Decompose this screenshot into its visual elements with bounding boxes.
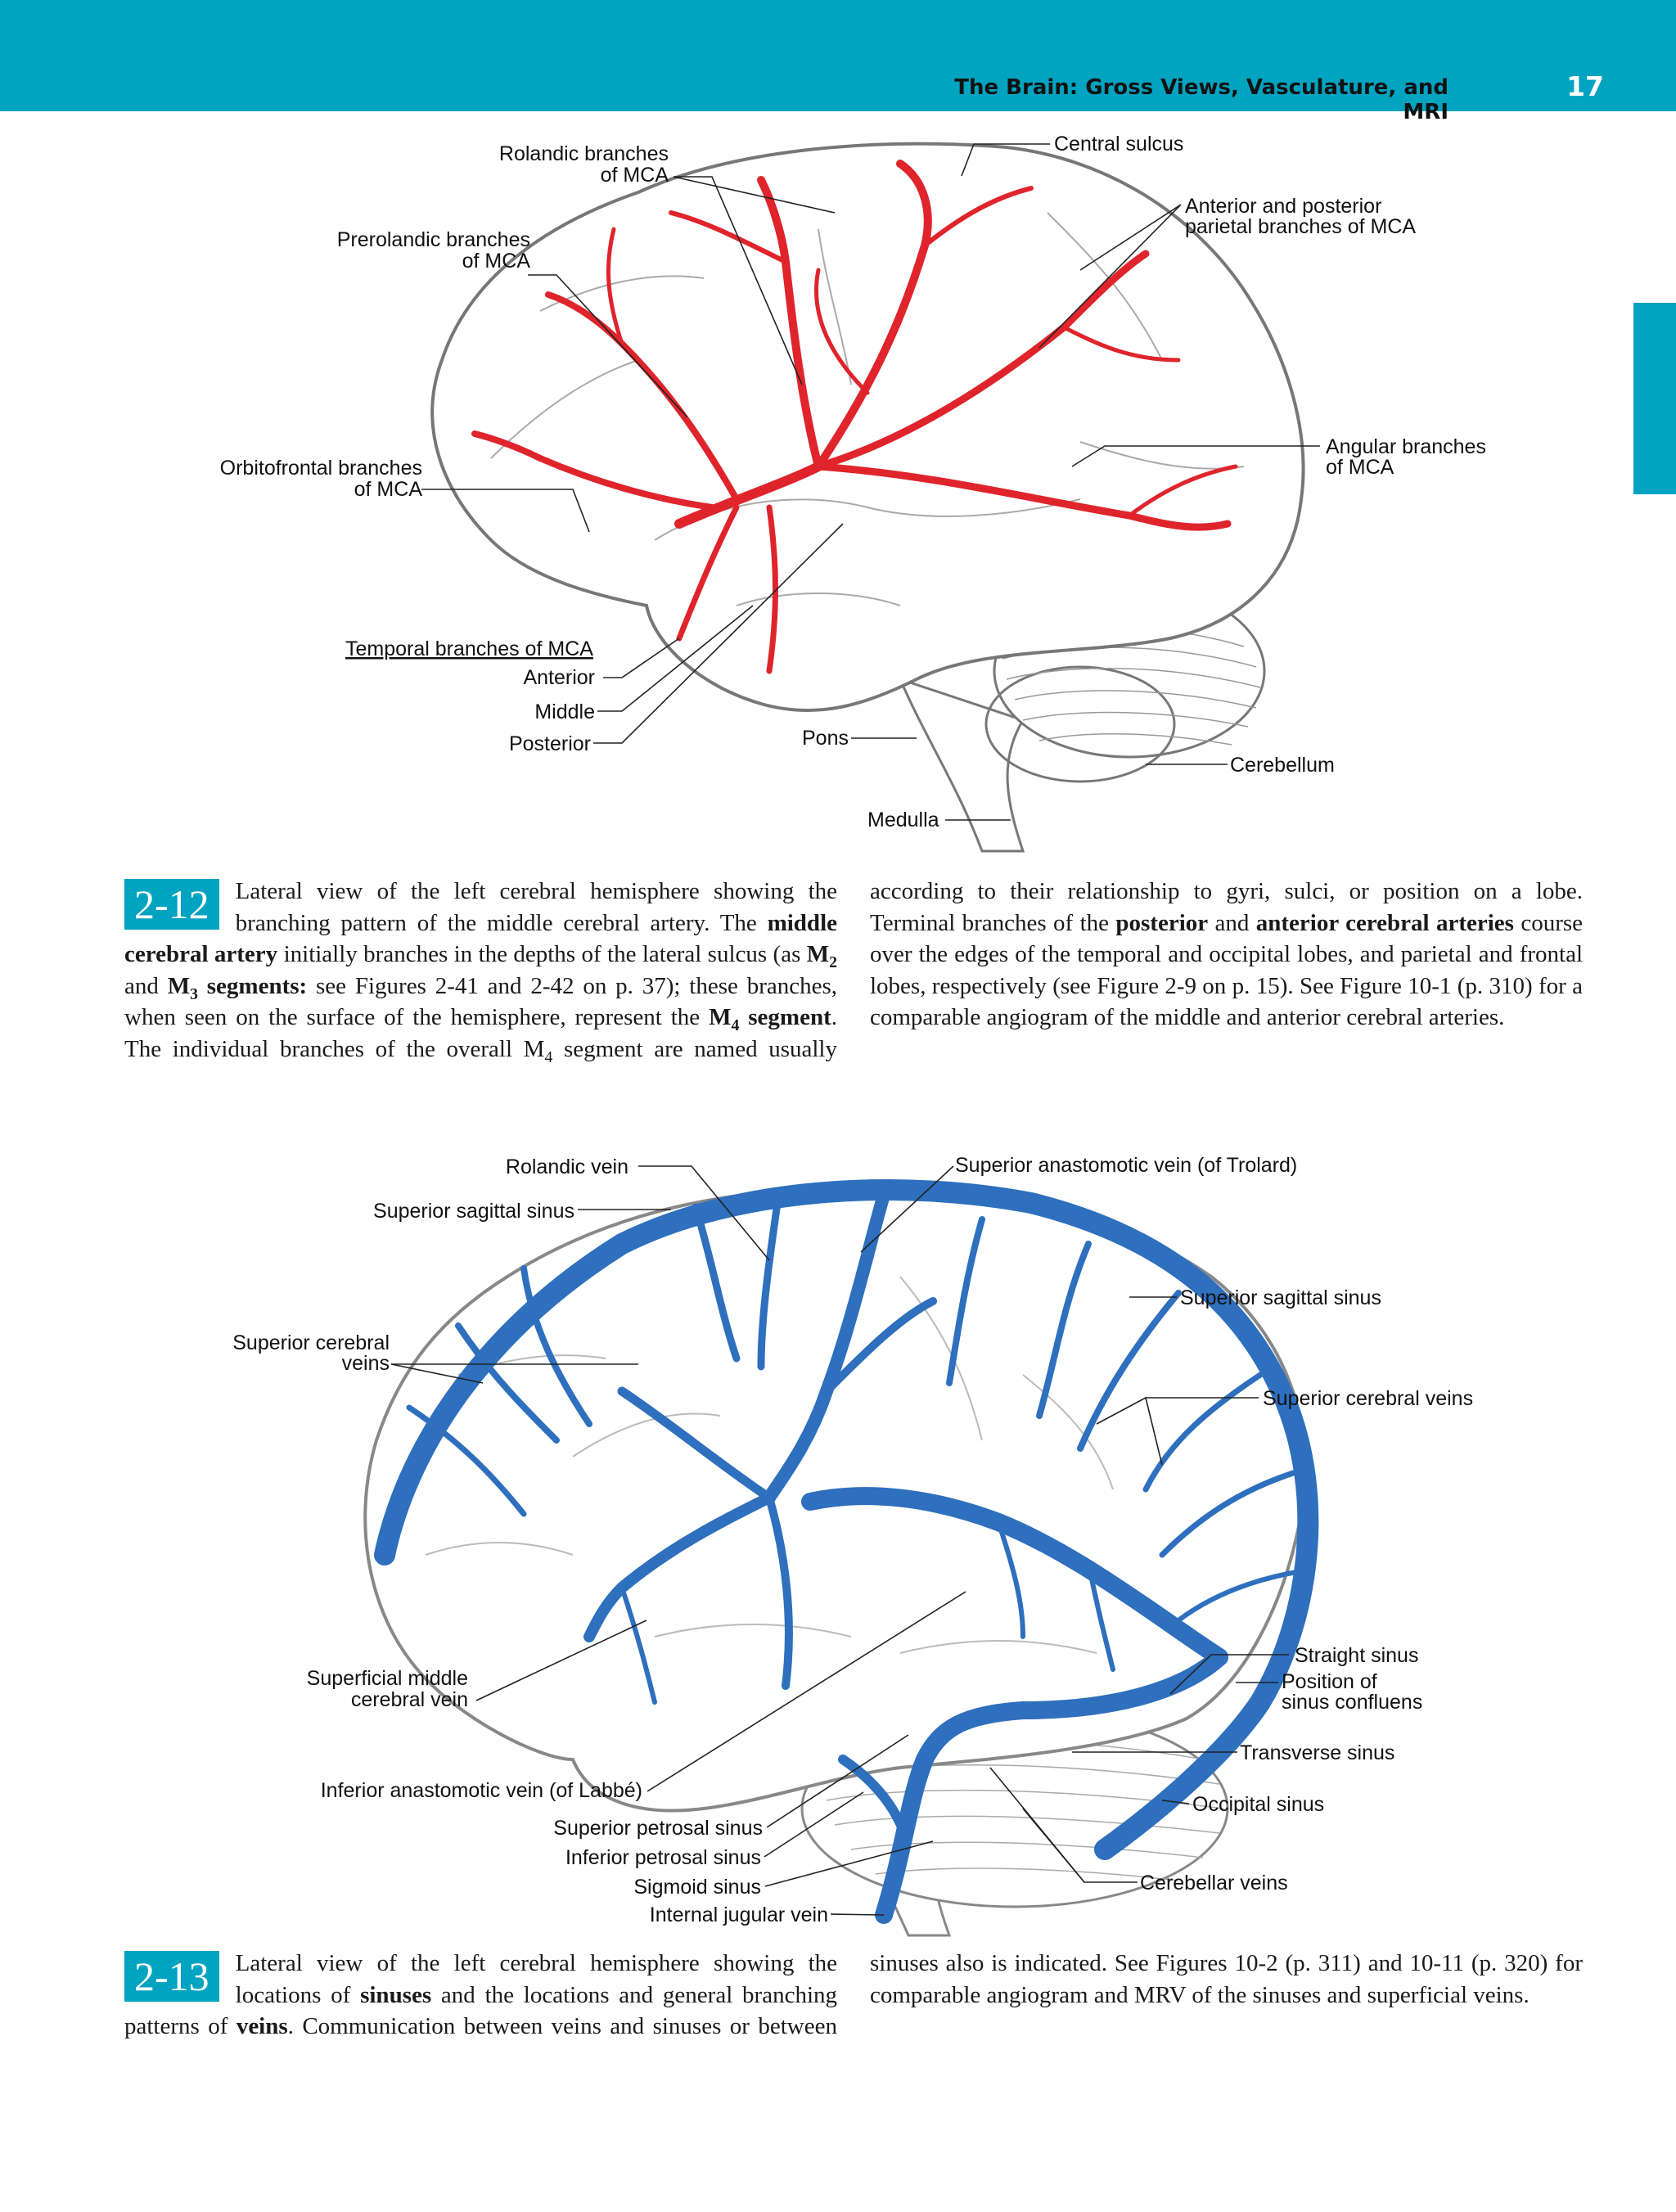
figure-2-13: Rolandic vein Superior anastomotic vein … [0, 1129, 1676, 1939]
label-inferior-petrosal-sinus: Inferior petrosal sinus [565, 1846, 761, 1869]
figure-2-13-caption: 2-13 Lateral view of the left cerebral h… [124, 1950, 1583, 2039]
label-orbitofrontal-branches-of-mca: of MCA [354, 478, 423, 501]
label-cerebellum: Cerebellum [1230, 754, 1335, 777]
label-angular-branches-of-mca: of MCA [1326, 456, 1394, 479]
header-bar [0, 0, 1676, 111]
label-vein-of-labbe: Inferior anastomotic vein (of Labbé) [321, 1779, 642, 1802]
label-vein-of-trolard: Superior anastomotic vein (of Trolard) [955, 1154, 1297, 1177]
label-cerebellar-veins: Cerebellar veins [1140, 1872, 1288, 1894]
label-transverse-sinus: Transverse sinus [1240, 1741, 1394, 1764]
figure-2-12-caption: 2-12 Lateral view of the left cerebral h… [124, 878, 1584, 1066]
cerebral-veins [406, 1188, 1304, 1705]
figure-2-13-leader-lines [390, 1165, 1289, 1916]
figure-2-12: Rolandic branches of MCA Central sulcus … [0, 115, 1676, 859]
figure-2-12-leader-lines [421, 143, 1320, 821]
label-superior-sagittal-sinus-right: Superior sagittal sinus [1180, 1286, 1381, 1309]
label-central-sulcus: Central sulcus [1054, 133, 1183, 155]
label-superficial-middle: Superficial middle [307, 1667, 468, 1690]
figure-badge-2-12: 2-12 [124, 879, 219, 930]
page-number: 17 [1566, 70, 1604, 102]
figure-2-13-labels: Rolandic vein Superior anastomotic vein … [232, 1154, 1473, 1926]
label-superior-cerebral-veins-right: Superior cerebral veins [1263, 1387, 1473, 1410]
label-parietal-branches: Anterior and posterior [1185, 195, 1381, 218]
label-internal-jugular-vein: Internal jugular vein [650, 1903, 828, 1926]
label-parietal-branches-of-mca: parietal branches of MCA [1185, 215, 1416, 238]
label-prerolandic-branches-of-mca: of MCA [462, 250, 531, 273]
running-head: The Brain: Gross Views, Vasculature, and… [954, 75, 1448, 124]
label-sinus-confluens: sinus confluens [1282, 1691, 1422, 1714]
label-temporal-posterior: Posterior [509, 732, 591, 755]
chapter-thumb-tab [1633, 303, 1676, 494]
figure-2-13-illustration: Rolandic vein Superior anastomotic vein … [232, 1154, 1473, 1937]
label-superior-cerebral-veins-left-2: veins [342, 1352, 390, 1375]
label-occipital-sinus: Occipital sinus [1192, 1793, 1324, 1816]
label-medulla: Medulla [867, 809, 939, 831]
label-superior-cerebral-veins-left: Superior cerebral [232, 1331, 390, 1354]
label-angular-branches: Angular branches [1326, 435, 1486, 458]
figure-badge-2-13: 2-13 [124, 1951, 219, 2002]
label-position-of: Position of [1282, 1670, 1377, 1693]
label-straight-sinus: Straight sinus [1295, 1644, 1418, 1667]
figure-2-12-labels: Rolandic branches of MCA Central sulcus … [220, 133, 1486, 831]
cerebral-hemisphere [430, 142, 1305, 713]
label-prerolandic-branches: Prerolandic branches [337, 228, 530, 251]
label-orbitofrontal-branches: Orbitofrontal branches [220, 457, 422, 480]
cerebellum-folia [1002, 626, 1261, 746]
figure-2-12-illustration: Rolandic branches of MCA Central sulcus … [220, 133, 1486, 853]
label-rolandic-vein: Rolandic vein [506, 1156, 628, 1178]
label-temporal-middle: Middle [534, 701, 595, 723]
gyri-outlines [425, 1276, 1114, 1654]
label-sigmoid-sinus: Sigmoid sinus [633, 1876, 761, 1899]
label-superior-sagittal-sinus-left: Superior sagittal sinus [373, 1200, 574, 1223]
label-cerebral-vein: cerebral vein [351, 1688, 468, 1711]
label-rolandic-branches: Rolandic branches [499, 142, 669, 165]
label-temporal-anterior: Anterior [523, 666, 595, 689]
label-temporal-branches: Temporal branches of MCA [345, 637, 593, 660]
label-superior-petrosal-sinus: Superior petrosal sinus [553, 1817, 763, 1840]
label-rolandic-branches-of-mca: of MCA [601, 164, 669, 187]
mca-branches [471, 160, 1238, 674]
label-pons: Pons [802, 727, 849, 750]
